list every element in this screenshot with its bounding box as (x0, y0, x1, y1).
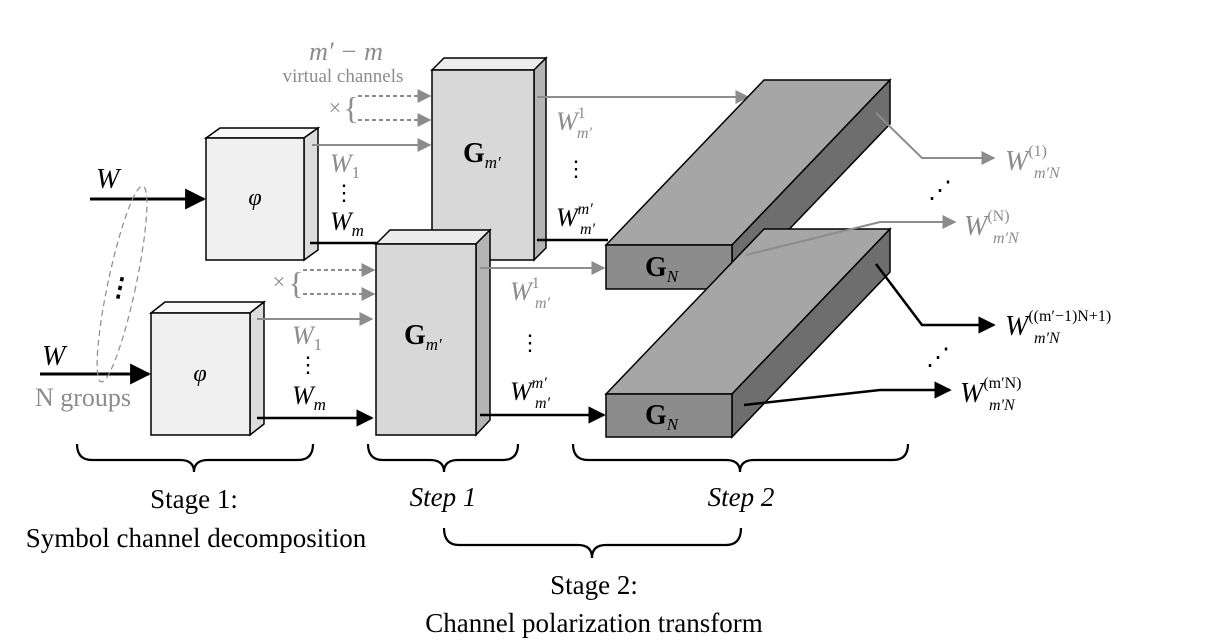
input-w-top: W (96, 164, 122, 195)
step2-label: Step 2 (708, 482, 775, 512)
stage2-title: Stage 2: (550, 570, 638, 600)
stage1-block-bottom: φ (148, 300, 267, 437)
output-arrow-4 (743, 381, 952, 407)
input-ellipsis: ⋮ (104, 271, 135, 305)
output-label-2: W(N)m′N (964, 208, 1020, 247)
step2-gn-label-top: GN (645, 252, 680, 286)
step1-block-top: Gm′ (430, 56, 548, 262)
phi-label-bottom: φ (193, 361, 206, 387)
step1-last-label-bottom: Wm′m′ (510, 375, 551, 412)
n-groups-label: N groups (35, 383, 131, 412)
stage1-title: Stage 1: (150, 484, 238, 514)
output-dots-top: ⋰ (928, 178, 952, 204)
step1-gm-label-top: Gm′ (463, 138, 501, 172)
step1-last-label-top: Wm′m′ (556, 201, 596, 238)
output-label-1: W(1)m′N (1005, 143, 1061, 182)
output-arrow-2 (745, 215, 957, 256)
stage2-desc: Channel polarization transform (425, 608, 762, 638)
brace-stage1 (75, 443, 315, 473)
times-symbol-top: × (329, 95, 341, 120)
output-arrow-3 (875, 263, 996, 334)
brace-bottom: { (288, 265, 303, 301)
stage1-block-top: φ (203, 126, 321, 262)
brace-step2 (571, 443, 910, 473)
brace-step1 (366, 443, 520, 473)
step1-vdots-top: ⋮ (565, 156, 587, 181)
brace-stage2 (442, 527, 743, 559)
step2-block-bottom: GN (604, 227, 892, 439)
input-w-bottom: W (42, 341, 68, 372)
w1-label-top: W1 (330, 149, 360, 182)
times-symbol-bottom: × (273, 269, 285, 294)
step2-gn-label-bottom: GN (645, 400, 680, 434)
step1-gm-label-bottom: Gm′ (404, 320, 442, 354)
output-label-4: W(m′N)m′N (960, 375, 1021, 414)
step1-block-bottom: Gm′ (374, 228, 492, 437)
output-label-3: W((m′−1)N+1)m′N (1005, 308, 1111, 347)
phi-label-top: φ (248, 185, 261, 211)
stage1-desc: Symbol channel decomposition (26, 523, 367, 553)
group-ellipse (96, 185, 148, 383)
wm-label-top: Wm (330, 207, 364, 240)
w1-label-bottom: W1 (292, 321, 322, 354)
virtual-label: virtual channels (283, 66, 404, 87)
step1-label: Step 1 (410, 482, 477, 512)
stage1-vdots-bottom: ⋮ (297, 352, 319, 377)
virtual-count: m′ − m (309, 37, 383, 66)
stage1-vdots-top: ⋮ (333, 180, 355, 205)
brace-top: { (343, 90, 358, 126)
step1-vdots-bottom: ⋮ (519, 330, 541, 355)
wm-label-bottom: Wm (292, 381, 326, 414)
output-dots-bottom: ⋰ (926, 345, 950, 371)
output-arrow-1 (875, 112, 996, 165)
